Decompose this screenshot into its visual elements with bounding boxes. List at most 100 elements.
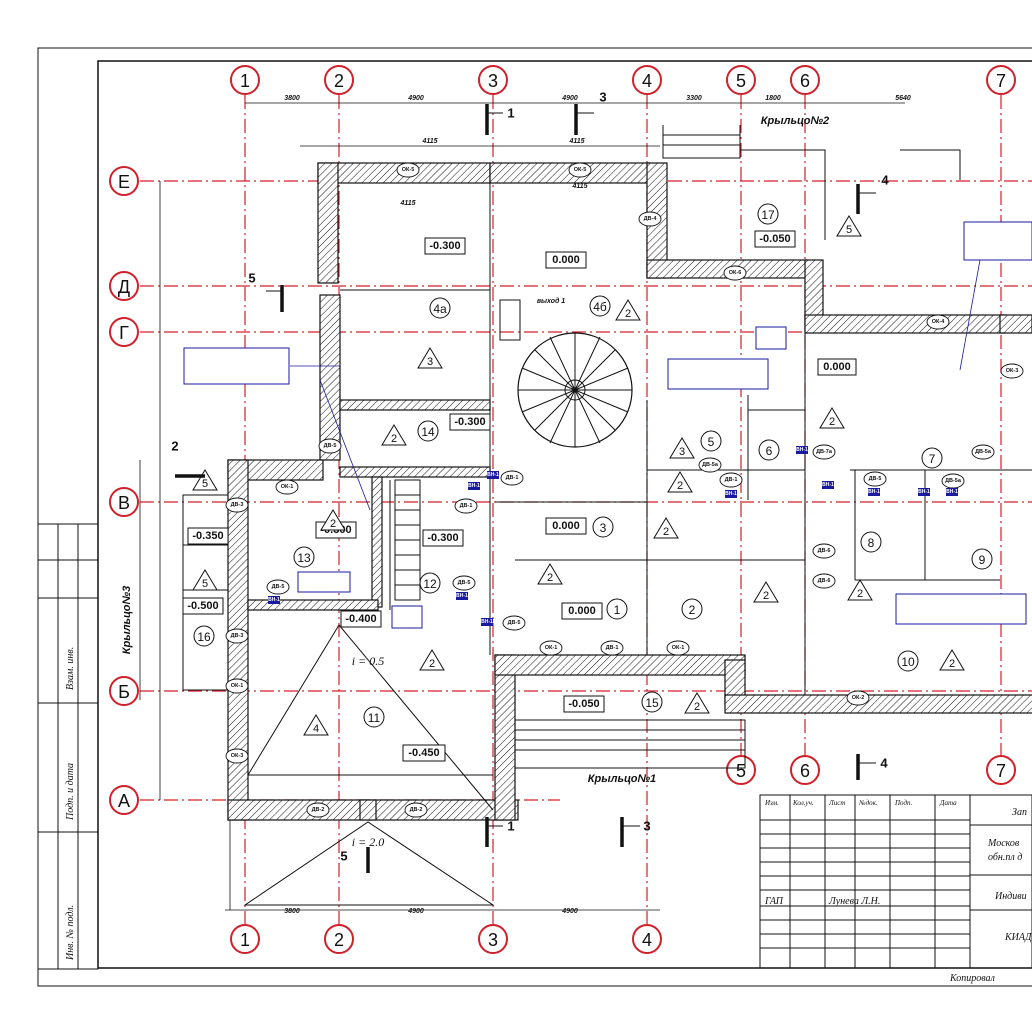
svg-text:8: 8 [868, 536, 875, 550]
svg-text:ОК-1: ОК-1 [545, 645, 558, 651]
level-mark: -0.500 [182, 597, 224, 615]
sheet-inner-frame [97, 60, 1032, 969]
svg-text:2: 2 [663, 526, 669, 538]
tri-marker: 2 [753, 581, 779, 603]
svg-text:7: 7 [929, 452, 936, 466]
tri-marker: 2 [684, 692, 710, 714]
svg-text:3800: 3800 [284, 95, 300, 102]
door-tag: ДВ-5 [452, 575, 476, 591]
axis-bubble: В [109, 487, 139, 517]
axis-bubble: Б [109, 676, 139, 706]
room-label: 9 [971, 548, 993, 570]
svg-text:А: А [118, 791, 130, 811]
svg-text:4: 4 [642, 71, 652, 91]
note-box [895, 593, 1027, 625]
axis-bubble: 2 [324, 924, 354, 954]
svg-text:ДВ-1: ДВ-1 [460, 503, 473, 509]
svg-text:4900: 4900 [407, 95, 424, 102]
tri-marker: 2 [667, 471, 693, 493]
blue-tag: ВН-1 [456, 592, 468, 600]
svg-text:ДВ-5: ДВ-5 [869, 476, 882, 482]
level-mark: -0.350 [187, 527, 229, 545]
stamp-right-3: обн.пл д [988, 852, 1022, 863]
tri-marker: 2 [939, 649, 965, 671]
svg-text:2: 2 [547, 572, 553, 584]
room-label: 8 [860, 531, 882, 553]
window-tag: ОК-4 [926, 314, 950, 330]
spiral-stair [517, 332, 633, 448]
svg-text:5: 5 [340, 849, 347, 864]
triangle-markers: 2 3 5 2 2 2 2 2 5 2 2 2 5 2 2 2 4 3 [192, 215, 965, 736]
svg-text:-0.050: -0.050 [568, 698, 599, 710]
room-label: 4а [429, 297, 451, 319]
blue-tag: ВН-1 [868, 488, 880, 496]
svg-text:ВН-1: ВН-1 [481, 619, 493, 625]
axis-bubble: А [109, 785, 139, 815]
svg-text:ВН-1: ВН-1 [468, 483, 480, 489]
room-label: 14 [417, 420, 439, 442]
svg-text:4: 4 [880, 756, 888, 771]
room-numbers: 4а 4б 17 3 14 5 6 7 13 12 8 9 16 1 2 10 … [193, 203, 993, 728]
door-tag: ДВ-5 [318, 438, 342, 454]
porch-left [182, 494, 229, 691]
svg-text:0.000: 0.000 [552, 520, 580, 532]
ramp-slopes: i = 0.5 i = 2.0 [243, 624, 495, 906]
room-label: 16 [193, 625, 215, 647]
svg-text:ВН-1: ВН-1 [946, 489, 958, 495]
svg-text:ДВ-5: ДВ-5 [324, 443, 337, 449]
window-tag: ОК-3 [1000, 363, 1024, 379]
svg-text:ДВ-6: ДВ-6 [818, 548, 831, 554]
axis-bubble: 7 [986, 65, 1016, 95]
door-tag: ДВ-5а [941, 473, 965, 489]
svg-text:4а: 4а [433, 302, 447, 316]
axis-bubble: 1 [230, 65, 260, 95]
svg-text:4900: 4900 [407, 908, 424, 915]
svg-text:11: 11 [368, 711, 381, 725]
tri-marker: 3 [417, 347, 443, 369]
straight-stair [394, 479, 421, 601]
svg-text:2: 2 [171, 439, 178, 454]
svg-text:7: 7 [996, 71, 1006, 91]
svg-text:ОК-1: ОК-1 [231, 683, 244, 689]
level-mark: -0.050 [563, 695, 605, 713]
blue-tag: ВН-1 [946, 488, 958, 496]
tri-marker: 2 [847, 579, 873, 601]
svg-text:ДВ-5а: ДВ-5а [945, 478, 962, 484]
svg-text:3300: 3300 [686, 95, 702, 102]
door-tag: ДВ-1 [454, 498, 478, 514]
svg-text:-0.300: -0.300 [454, 416, 485, 428]
tri-marker: 2 [320, 509, 346, 531]
axis-bubble: 6 [790, 65, 820, 95]
svg-text:ОК-3: ОК-3 [1006, 368, 1019, 374]
svg-text:ВН-1: ВН-1 [487, 472, 499, 478]
section-cut: 5 [340, 847, 370, 873]
svg-text:ДВ-5: ДВ-5 [508, 620, 521, 626]
room-label: 10 [897, 650, 919, 672]
level-mark: -0.300 [424, 237, 466, 255]
svg-text:5: 5 [736, 761, 746, 781]
door-tag: ДВ-5 [863, 471, 887, 487]
left-axis-bubbles: Е Д Г В Б А [109, 166, 139, 815]
axis-bubble: Д [109, 271, 139, 301]
section-cut: 1 [485, 104, 515, 135]
svg-text:ДВ-5: ДВ-5 [272, 584, 285, 590]
tri-marker: 5 [192, 469, 218, 491]
blue-tag: ВН-1 [481, 618, 493, 626]
note-boxes [183, 221, 1032, 629]
top-axis-bubbles: 1 2 3 4 5 6 7 [230, 65, 1016, 95]
side-stamp-sign: Подп. и дата [65, 763, 76, 821]
svg-text:0.000: 0.000 [552, 254, 580, 266]
svg-text:4б: 4б [593, 300, 607, 314]
door-tag: ДВ-6 [812, 573, 836, 589]
misc-labels: выход 1 Крыльцо№2 Крыльцо№1 Крыльцо№3 [121, 115, 829, 785]
blue-tag: ВН-1 [796, 446, 808, 454]
tri-marker: 2 [419, 649, 445, 671]
svg-text:2: 2 [334, 930, 344, 950]
level-mark: -0.300 [422, 529, 464, 547]
svg-text:ДВ-1: ДВ-1 [506, 475, 519, 481]
blue-tag: ВН-1 [918, 488, 930, 496]
svg-text:-0.300: -0.300 [427, 532, 458, 544]
tri-marker: 4 [303, 714, 329, 736]
svg-text:-0.300: -0.300 [429, 240, 460, 252]
